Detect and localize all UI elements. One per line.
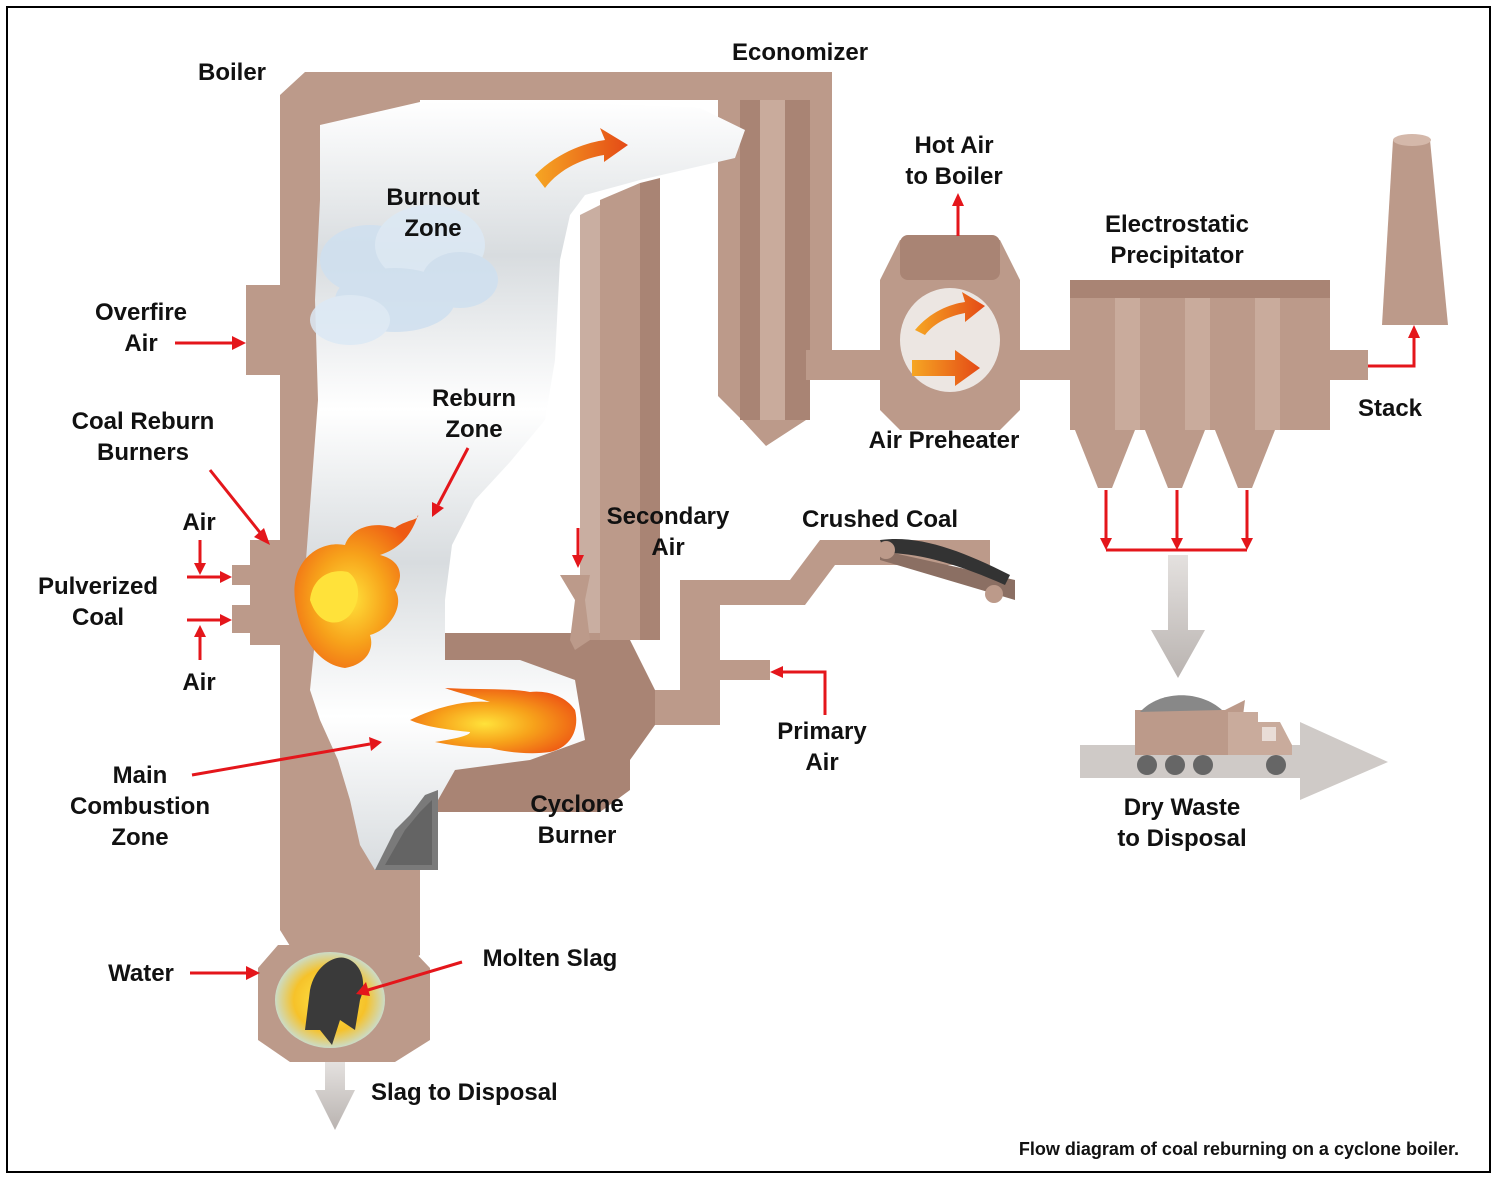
label-secondary-air-2: Air (651, 534, 684, 561)
overfire-air-port (246, 285, 282, 375)
label-overfire-air-2: Air (124, 330, 157, 357)
slag-tank-interior (275, 952, 385, 1048)
label-air-bottom: Air (182, 669, 215, 696)
label-dry-waste-1: Dry Waste (1124, 794, 1240, 821)
label-dry-waste-2: to Disposal (1117, 825, 1246, 852)
label-burnout-zone-2: Zone (404, 215, 461, 242)
air-preheater (880, 235, 1020, 430)
label-burnout-zone-1: Burnout (386, 184, 479, 211)
label-main-combustion-1: Main (113, 762, 168, 789)
label-cyclone-burner-1: Cyclone (530, 791, 623, 818)
label-water: Water (108, 960, 174, 987)
label-boiler: Boiler (198, 59, 266, 86)
label-main-combustion-3: Zone (111, 824, 168, 851)
label-secondary-air-1: Secondary (607, 503, 730, 530)
label-hot-air-2: to Boiler (905, 163, 1002, 190)
furnace-interior (306, 102, 745, 870)
label-stack: Stack (1358, 395, 1423, 422)
stack-chimney (1382, 140, 1448, 325)
label-air-top: Air (182, 509, 215, 536)
label-air-preheater: Air Preheater (869, 427, 1020, 454)
label-reburn-zone-2: Zone (445, 416, 502, 443)
slag-disposal-arrow (315, 1062, 355, 1130)
label-pulverized-coal-2: Coal (72, 604, 124, 631)
label-coal-reburn-burners-1: Coal Reburn (72, 408, 215, 435)
label-cyclone-burner-2: Burner (538, 822, 617, 849)
label-pulverized-coal-1: Pulverized (38, 573, 158, 600)
figure-caption: Flow diagram of coal reburning on a cycl… (1019, 1139, 1459, 1159)
label-esp-1: Electrostatic (1105, 211, 1249, 238)
label-overfire-air-1: Overfire (95, 299, 187, 326)
label-primary-air-2: Air (805, 749, 838, 776)
label-hot-air-1: Hot Air (914, 132, 993, 159)
label-main-combustion-2: Combustion (70, 793, 210, 820)
reburn-burner-ports (232, 540, 282, 645)
label-reburn-zone-1: Reburn (432, 385, 516, 412)
label-economizer: Economizer (732, 39, 868, 66)
label-primary-air-1: Primary (777, 718, 867, 745)
crushed-coal-conveyor (877, 539, 1015, 603)
label-slag-to-disposal: Slag to Disposal (371, 1079, 558, 1106)
electrostatic-precipitator (1070, 280, 1330, 488)
label-molten-slag: Molten Slag (483, 945, 618, 972)
label-crushed-coal: Crushed Coal (802, 506, 958, 533)
dry-waste-down-arrow (1151, 555, 1205, 678)
label-esp-2: Precipitator (1110, 242, 1243, 269)
label-coal-reburn-burners-2: Burners (97, 439, 189, 466)
